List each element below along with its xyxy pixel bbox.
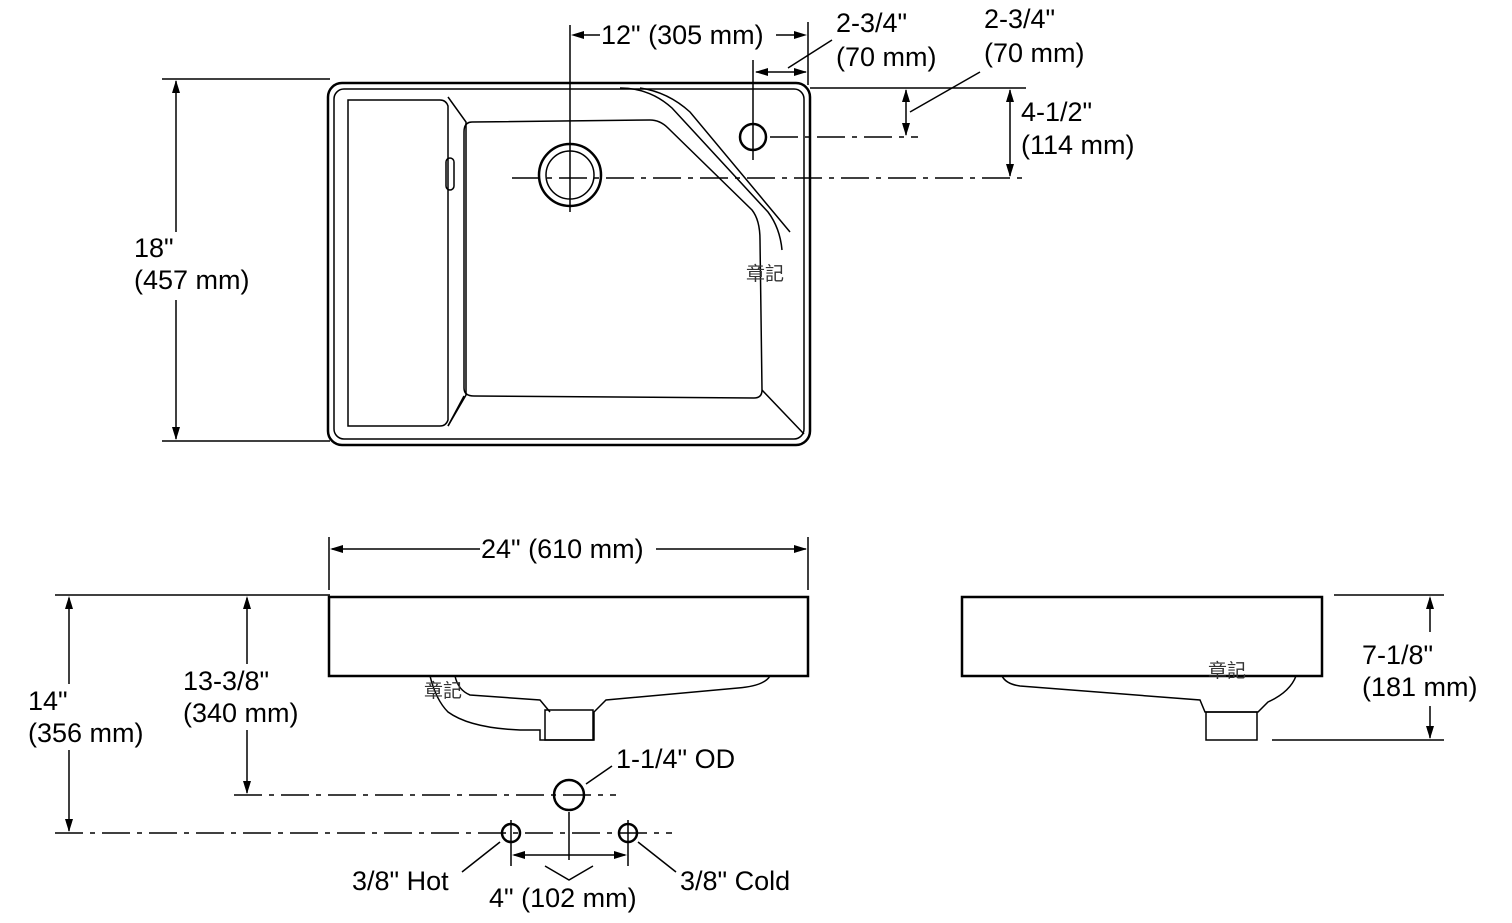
dim-4-12-b: (114 mm) [1021,130,1135,160]
dim-7-18-b: (181 mm) [1362,672,1478,702]
dim-12-label: 12" (305 mm) [601,20,764,50]
arrow-2-34-right [794,68,807,76]
dim-4-label: 4" (102 mm) [489,883,637,913]
side-view: 7-1/8" (181 mm) 章記 [960,594,1478,741]
leader-drain-od [585,765,613,785]
arrow-18-bottom [172,427,180,440]
arrow-2-34-v-top [902,89,910,102]
basin-slope [619,87,783,251]
watermark-top: 章記 [746,263,784,285]
arrow-4-right [614,851,627,859]
corner-line-a [761,389,805,435]
leader-cold [637,841,677,873]
dim-14-a: 14" [28,686,68,716]
dim-13-38-b: (340 mm) [183,698,299,728]
leader-2-34-right [909,71,981,113]
arrow-2-34-left [755,68,768,76]
arrow-14-top [65,596,73,609]
arrow-24-left [330,545,343,553]
arrow-12-right [794,31,807,39]
arrow-4-12-bottom [1006,164,1014,177]
dim-13-38-a: 13-3/8" [183,666,269,696]
arrow-13-38-top [243,596,251,609]
front-view: 24" (610 mm) 1-1/4" OD 4" (102 mm) 3/8" … [28,534,810,913]
arrow-12-left [571,31,584,39]
dim-14-b: (356 mm) [28,718,144,748]
drain-od-label: 1-1/4" OD [616,744,735,774]
side-bowl [1001,675,1297,713]
dim-18-b: (457 mm) [134,265,250,295]
front-body [327,595,810,678]
arrow-4-12-top [1006,89,1014,102]
side-body [960,595,1324,678]
sink-inner-rim [333,88,805,440]
front-tailpiece [544,709,594,741]
basin-outline [463,119,763,399]
watermark-front: 章記 [424,680,462,702]
dim-2-34-right-a: 2-3/4" [984,4,1055,34]
hot-label: 3/8" Hot [352,866,449,896]
overflow-slot [445,157,455,191]
front-bowl [429,675,771,741]
basin-slope-outer [639,87,791,233]
watermark-side: 章記 [1208,660,1246,682]
dim-4-12-a: 4-1/2" [1021,97,1092,127]
arrow-24-right [794,545,807,553]
dim-2-34-left-b: (70 mm) [836,42,937,72]
arrow-4-left [512,851,525,859]
top-view: 12" (305 mm) 2-3/4" (70 mm) 2-3/4" (70 m… [134,4,1135,447]
dim-2-34-left-a: 2-3/4" [836,8,907,38]
sink-outer-rim [326,81,812,447]
dim-7-18-a: 7-1/8" [1362,640,1433,670]
dim-2-34-right-b: (70 mm) [984,38,1085,68]
arrow-18-top [172,80,180,93]
dim-24-label: 24" (610 mm) [481,534,644,564]
leader-2-34-left [787,39,833,69]
leader-hot [461,841,501,873]
arrow-13-38-bottom [243,781,251,794]
arrow-7-18-top [1426,596,1434,609]
dim-18-a: 18" [134,233,174,263]
side-tailpiece [1205,711,1258,741]
corner-line-b [447,395,465,427]
arrow-2-34-v-bottom [902,123,910,136]
leader-4 [544,865,594,881]
arrow-14-bottom [65,819,73,832]
front-bowl-inner [454,675,551,713]
cold-label: 3/8" Cold [680,866,790,896]
left-shelf [347,99,449,427]
arrow-7-18-bottom [1426,726,1434,739]
